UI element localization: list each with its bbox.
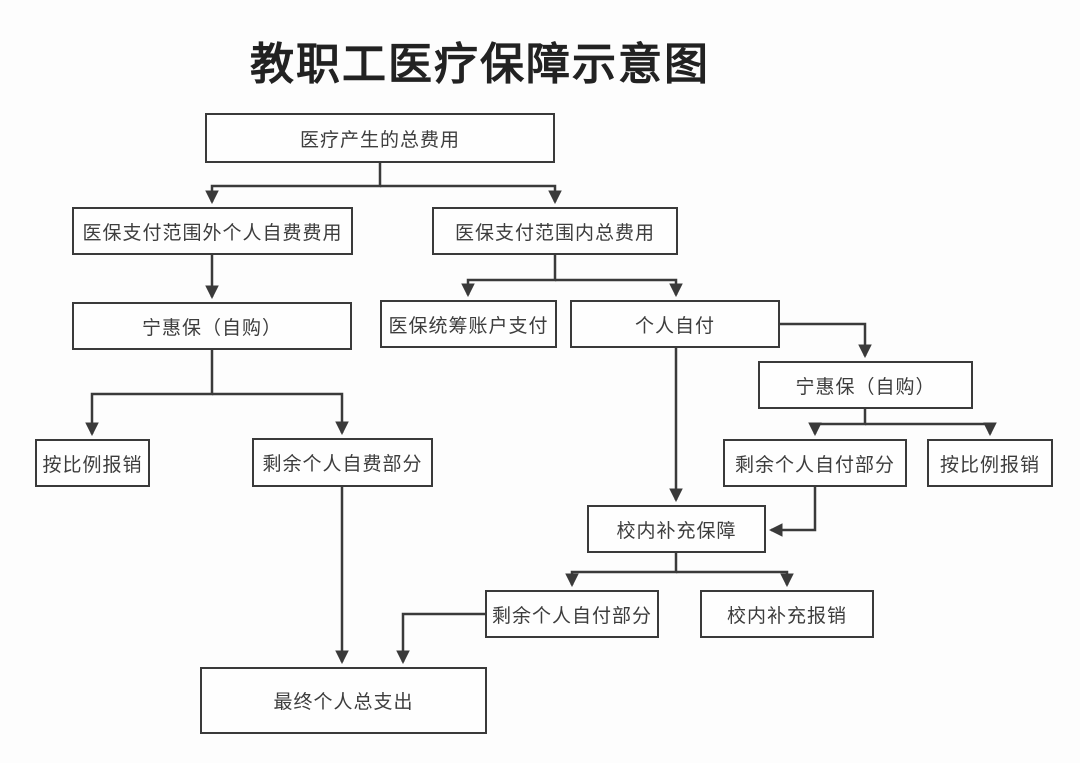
connector-ninghuibaoleft-proportionalleft bbox=[85, 350, 214, 437]
connector-selfpay-ninghuibaoright bbox=[780, 322, 872, 359]
node-total-medical-cost: 医疗产生的总费用 bbox=[205, 113, 555, 163]
connectors bbox=[85, 162, 997, 665]
node-label: 按比例报销 bbox=[42, 454, 143, 476]
node-label: 按比例报销 bbox=[939, 454, 1040, 476]
node-label: 医保支付范围外个人自费费用 bbox=[82, 222, 343, 244]
node-label: 校内补充报销 bbox=[726, 605, 847, 627]
node-remaining-self-pay-portion-bottom: 剩余个人自付部分 bbox=[485, 590, 659, 638]
node-proportional-reimbursement-right: 按比例报销 bbox=[927, 439, 1053, 487]
connector-campussupplement-remainingselfpaybottom bbox=[565, 553, 678, 588]
node-label: 校内补充保障 bbox=[616, 520, 737, 542]
node-final-personal-total-expenditure: 最终个人总支出 bbox=[200, 667, 487, 734]
diagram-title: 教职工医疗保障示意图 bbox=[250, 40, 710, 89]
node-pooled-account-payment: 医保统筹账户支付 bbox=[380, 300, 557, 348]
node-label: 医疗产生的总费用 bbox=[299, 129, 460, 151]
connector-ninghuibaoright-remainingselfpayright bbox=[808, 409, 867, 437]
connector-totalcost-outofscope bbox=[205, 162, 382, 205]
node-label: 剩余个人自付部分 bbox=[491, 605, 652, 627]
node-label: 剩余个人自费部分 bbox=[262, 454, 423, 475]
node-out-of-scope-self-funded-cost: 医保支付范围外个人自费费用 bbox=[72, 207, 353, 255]
node-ninghuibao-right: 宁惠保（自购） bbox=[758, 361, 973, 409]
node-remaining-self-pay-portion-right: 剩余个人自付部分 bbox=[723, 439, 907, 487]
node-label: 医保统筹账户支付 bbox=[388, 315, 549, 337]
connector-ninghuibaoright-proportionalright bbox=[865, 422, 997, 437]
node-label: 宁惠保（自购） bbox=[795, 376, 936, 398]
node-campus-supplementary-insurance: 校内补充保障 bbox=[587, 505, 766, 553]
node-label: 剩余个人自付部分 bbox=[734, 454, 895, 476]
connector-totalcost-inscope bbox=[380, 184, 562, 205]
node-remaining-self-funded-portion: 剩余个人自费部分 bbox=[252, 438, 433, 487]
node-proportional-reimbursement-left: 按比例报销 bbox=[35, 439, 150, 487]
connector-ninghuibaoleft-remainingselffunded bbox=[212, 392, 349, 436]
node-in-scope-total-cost: 医保支付范围内总费用 bbox=[432, 207, 678, 255]
connector-campussupplement-campusreimbursement bbox=[676, 570, 794, 588]
connector-remainingselfpayright-campussupplement bbox=[768, 487, 817, 537]
node-label: 个人自付 bbox=[634, 315, 715, 337]
node-label: 最终个人总支出 bbox=[273, 692, 414, 713]
node-personal-self-pay: 个人自付 bbox=[570, 300, 780, 348]
node-label: 医保支付范围内总费用 bbox=[454, 222, 655, 244]
connector-remainingselfpaybottom-finaltotal bbox=[396, 612, 485, 665]
connector-inscope-selfpay bbox=[555, 278, 683, 298]
node-campus-supplementary-reimbursement: 校内补充报销 bbox=[700, 590, 874, 638]
connector-inscope-pooledaccount bbox=[461, 255, 557, 298]
node-label: 宁惠保（自购） bbox=[141, 317, 282, 339]
node-ninghuibao-left: 宁惠保（自购） bbox=[72, 302, 352, 350]
